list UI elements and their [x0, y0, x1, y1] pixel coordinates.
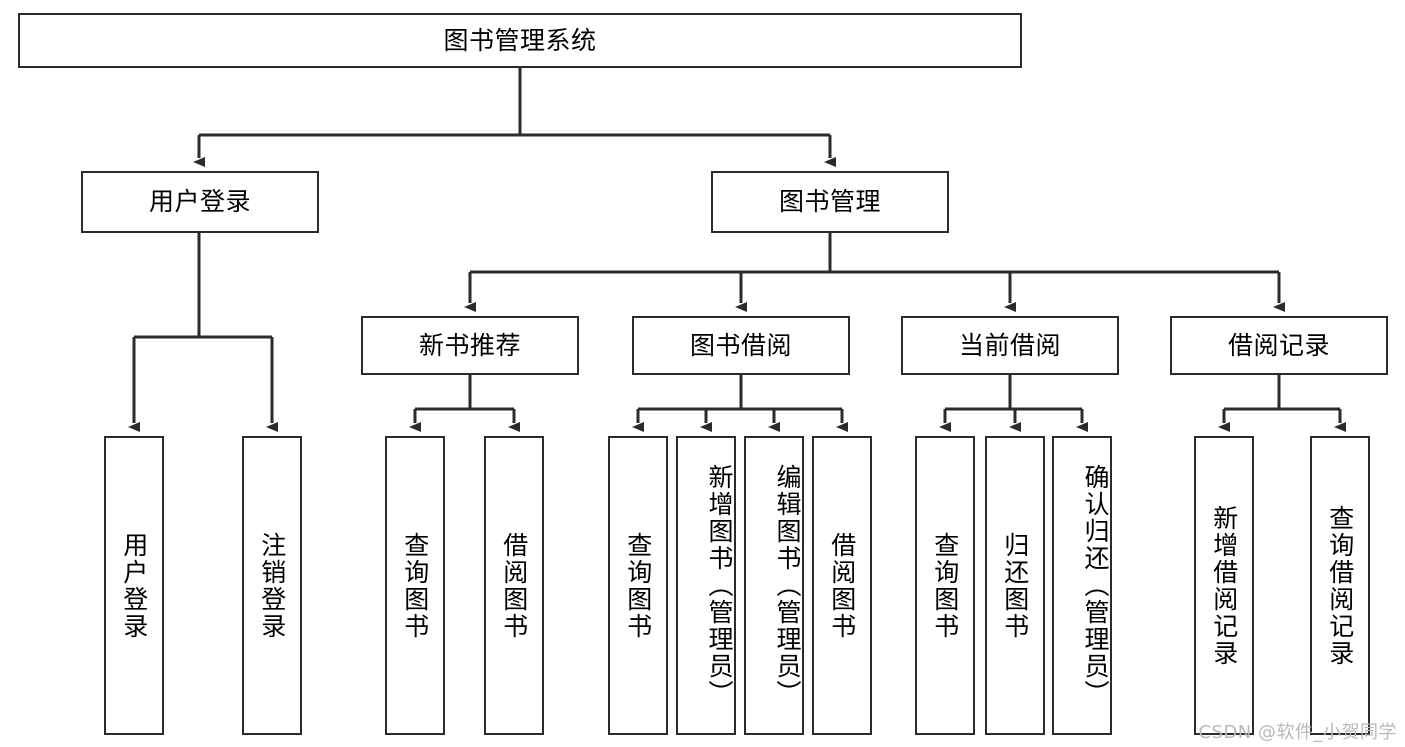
node-leaf-record-query-label: 查询借阅记录	[1325, 504, 1355, 667]
node-leaf-record-query[interactable]: 查询借阅记录	[1310, 436, 1370, 735]
node-leaf-borrow-borrow-book[interactable]: 借阅图书	[812, 436, 872, 735]
node-leaf-borrow-query-book-label: 查询图书	[623, 531, 653, 640]
node-root-label: 图书管理系统	[443, 25, 597, 55]
node-leaf-current-query-book-label: 查询图书	[930, 531, 960, 640]
node-new-book-recommend[interactable]: 新书推荐	[361, 316, 579, 375]
node-book-borrow-label: 图书借阅	[689, 330, 792, 360]
node-book-manage[interactable]: 图书管理	[711, 171, 949, 233]
node-book-borrow[interactable]: 图书借阅	[632, 316, 850, 375]
node-leaf-current-confirm-return[interactable]: 确认归还（管理员）	[1052, 436, 1112, 735]
node-user-login[interactable]: 用户登录	[81, 171, 319, 233]
node-leaf-borrow-edit-book[interactable]: 编辑图书（管理员）	[744, 436, 804, 735]
node-user-login-label: 用户登录	[148, 187, 251, 217]
node-leaf-borrow-borrow-book-label: 借阅图书	[827, 531, 857, 640]
node-borrow-record-label: 借阅记录	[1227, 330, 1330, 360]
node-leaf-current-query-book[interactable]: 查询图书	[915, 436, 975, 735]
node-book-manage-label: 图书管理	[778, 187, 881, 217]
node-leaf-record-add[interactable]: 新增借阅记录	[1194, 436, 1254, 735]
node-leaf-user-login[interactable]: 用户登录	[104, 436, 164, 735]
node-leaf-borrow-edit-book-label: 编辑图书（管理员）	[773, 464, 802, 707]
node-leaf-recommend-borrow-book[interactable]: 借阅图书	[484, 436, 544, 735]
node-leaf-logout[interactable]: 注销登录	[242, 436, 302, 735]
node-leaf-current-return-book-label: 归还图书	[1000, 531, 1030, 640]
node-leaf-recommend-query-book-label: 查询图书	[400, 531, 430, 640]
node-current-borrow[interactable]: 当前借阅	[901, 316, 1119, 375]
node-leaf-current-return-book[interactable]: 归还图书	[985, 436, 1045, 735]
node-leaf-recommend-borrow-book-label: 借阅图书	[499, 531, 529, 640]
node-leaf-recommend-query-book[interactable]: 查询图书	[385, 436, 445, 735]
node-leaf-borrow-add-book[interactable]: 新增图书（管理员）	[676, 436, 736, 735]
node-leaf-record-add-label: 新增借阅记录	[1209, 504, 1239, 667]
node-borrow-record[interactable]: 借阅记录	[1170, 316, 1388, 375]
node-root[interactable]: 图书管理系统	[18, 13, 1022, 68]
node-leaf-current-confirm-return-label: 确认归还（管理员）	[1081, 464, 1110, 707]
node-leaf-borrow-query-book[interactable]: 查询图书	[608, 436, 668, 735]
node-leaf-logout-label: 注销登录	[257, 531, 287, 640]
node-new-book-recommend-label: 新书推荐	[418, 330, 521, 360]
node-leaf-user-login-label: 用户登录	[119, 531, 149, 640]
node-leaf-borrow-add-book-label: 新增图书（管理员）	[705, 464, 734, 707]
node-current-borrow-label: 当前借阅	[958, 330, 1061, 360]
